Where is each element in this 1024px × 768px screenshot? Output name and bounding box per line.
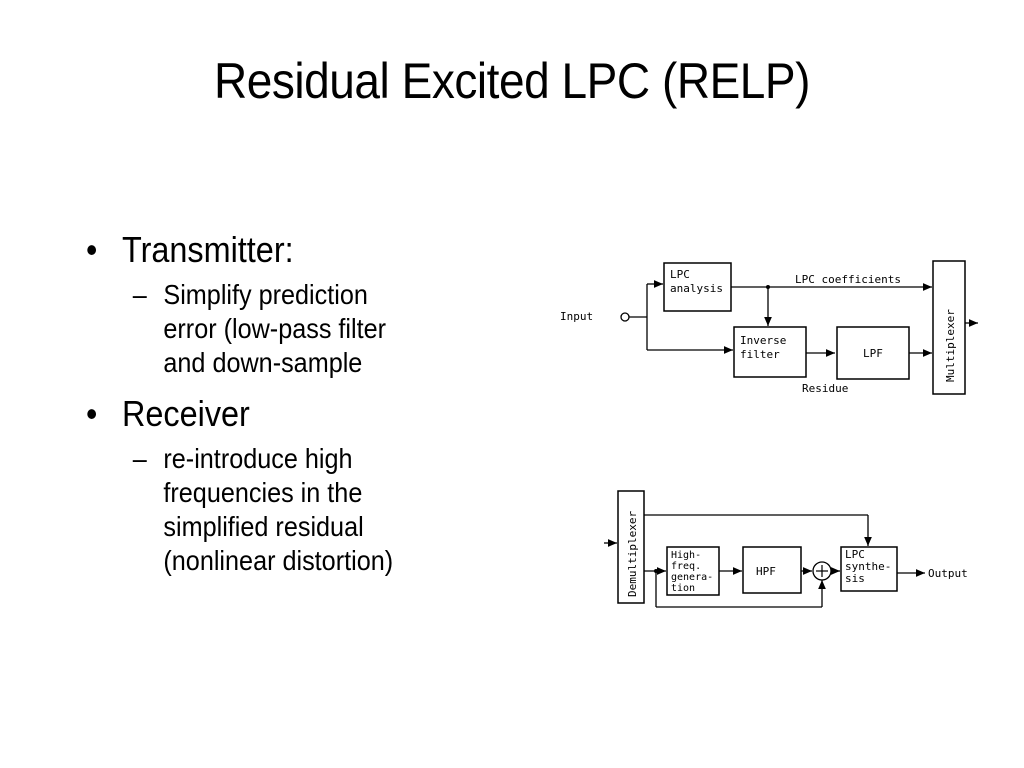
bullet-label: Transmitter: [122,229,294,270]
lpc-analysis-box [663,262,732,312]
bullet-list: • Transmitter: – Simplify prediction err… [86,228,506,590]
sub-bullet-line: error (low-pass filter [163,313,387,344]
lpf-label: LPF [863,347,883,360]
inverse-filter-label: Inverse [740,334,786,347]
sub-bullet-line: re-introduce high [163,443,353,474]
sub-bullet-transmitter: – Simplify prediction error (low-pass fi… [86,278,464,380]
hfg-label: genera- [671,572,713,583]
lpc-analysis-label: LPC [670,268,690,281]
bullet-glyph: • [86,229,98,270]
receiver-diagram: Demultiplexer High- freq. genera- tion H… [604,490,968,608]
lpc-synthesis-box [840,546,898,592]
lpc-synthesis-label: sis [845,572,865,585]
multiplexer-box [932,260,966,395]
lpc-synthesis-label: synthe- [845,560,891,573]
sub-bullet-line: frequencies in the [163,477,363,508]
residue-label: Residue [802,382,848,395]
sub-bullet-line: simplified residual [163,511,364,542]
lpc-coefficients-label: LPC coefficients [795,273,901,286]
hfg-label: freq. [671,561,701,572]
input-node [620,312,630,322]
bullet-label: Receiver [122,393,250,434]
sub-bullet-line: Simplify prediction [163,279,368,310]
high-freq-generation-box [666,546,720,596]
lpf-box [836,326,910,380]
multiplexer-label: Multiplexer [944,309,957,382]
sub-bullet-receiver: – re-introduce high frequencies in the s… [86,442,464,578]
slide-title: Residual Excited LPC (RELP) [213,53,811,109]
bullet-transmitter: • Transmitter: [86,228,464,272]
bullet-receiver: • Receiver [86,392,464,436]
inverse-filter-box [733,326,807,378]
hfg-label: High- [671,550,701,561]
demultiplexer-box [617,490,645,604]
sub-bullet-line: (nonlinear distortion) [163,545,394,576]
transmitter-diagram: Input LPC analysis LPC coefficients Inve… [560,260,978,395]
lpc-synthesis-label: LPC [845,548,865,561]
demultiplexer-label: Demultiplexer [626,511,639,597]
lpc-analysis-label: analysis [670,282,723,295]
sub-bullet-line: and down-sample [163,347,363,378]
hfg-label: tion [671,583,695,594]
output-label: Output [928,567,968,580]
dash-glyph: – [132,443,147,474]
bullet-glyph: • [86,393,98,434]
inverse-filter-label: filter [740,348,780,361]
hpf-box [742,546,802,594]
dash-glyph: – [132,279,147,310]
hpf-label: HPF [756,565,776,578]
input-label: Input [560,310,593,323]
